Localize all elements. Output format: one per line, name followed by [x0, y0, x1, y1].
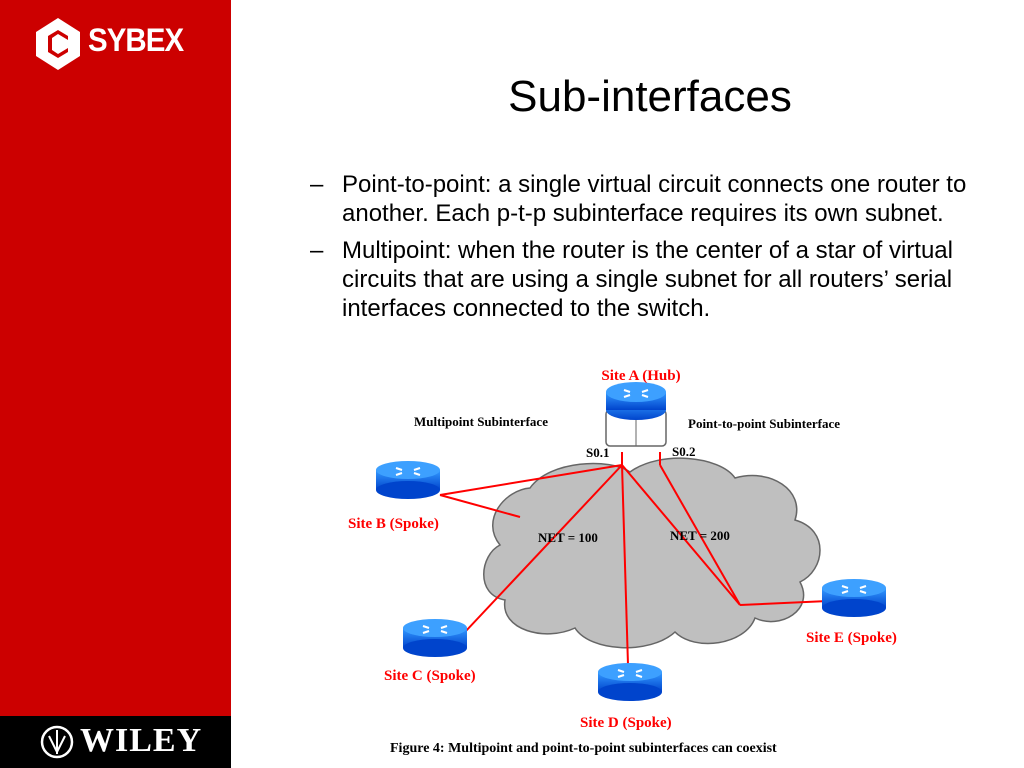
bullet-marker: – [310, 237, 324, 264]
bullet-item: – Multipoint: when the router is the cen… [310, 236, 1000, 323]
net100-label: NET = 100 [538, 530, 598, 545]
site-b-label: Site B (Spoke) [348, 516, 439, 532]
multipoint-label: Multipoint Subinterface [414, 414, 548, 429]
router-e-icon [822, 579, 886, 617]
hub-label: Site A (Hub) [601, 368, 680, 384]
wiley-footer: WILEY [0, 716, 231, 768]
link-hub-b [439, 464, 623, 496]
bullet-list: – Point-to-point: a single virtual circu… [310, 170, 1000, 331]
sybex-logo-text: SYBEX [88, 22, 184, 58]
link-hub-c [464, 464, 623, 633]
bullet-marker: – [310, 171, 324, 198]
s01-label: S0.1 [586, 445, 609, 460]
net200-label: NET = 200 [670, 528, 730, 543]
frame-relay-cloud [483, 457, 821, 649]
router-b-icon [376, 461, 440, 499]
slide-title: Sub-interfaces [508, 72, 792, 121]
site-d-label: Site D (Spoke) [580, 715, 672, 731]
bullet-item: – Point-to-point: a single virtual circu… [310, 170, 1000, 228]
wiley-logo-text: WILEY [80, 722, 203, 759]
sidebar: SYBEX WILEY [0, 0, 231, 768]
router-c-icon [403, 619, 467, 657]
figure-caption: Figure 4: Multipoint and point-to-point … [390, 741, 777, 756]
site-e-label: Site E (Spoke) [806, 630, 897, 646]
wiley-emblem-icon [40, 725, 74, 759]
hub-router-icon [605, 382, 667, 447]
router-d-icon [598, 663, 662, 701]
site-c-label: Site C (Spoke) [384, 668, 476, 684]
link-hub-d [621, 464, 629, 666]
bullet-text: Multipoint: when the router is the cente… [342, 237, 953, 322]
ptp-label: Point-to-point Subinterface [688, 416, 840, 431]
bullet-text: Point-to-point: a single virtual circuit… [342, 171, 967, 227]
link-hub-e [659, 464, 741, 606]
s02-label: S0.2 [672, 444, 695, 459]
frame-relay-diagram: Site A (Hub) Multipoint Subinterface Poi… [348, 368, 897, 756]
sybex-logo-mark [36, 18, 80, 70]
